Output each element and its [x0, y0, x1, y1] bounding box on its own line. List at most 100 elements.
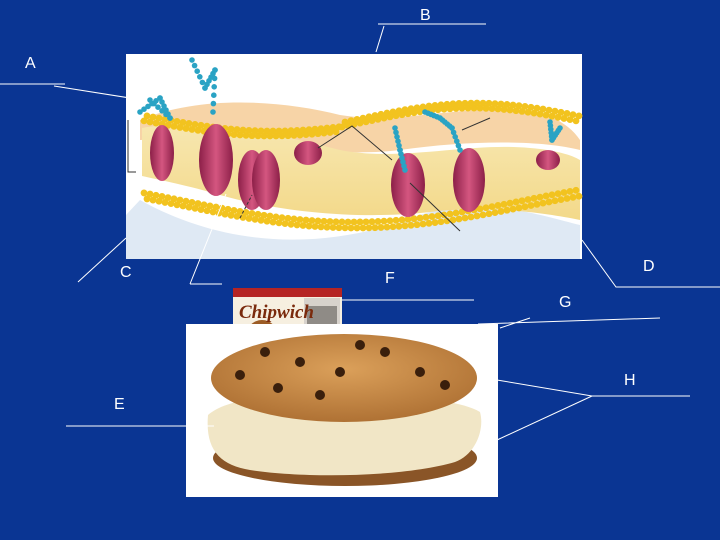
chocolate-chip	[235, 370, 245, 380]
phospholipid-head	[278, 214, 286, 221]
sugar-bead	[194, 68, 200, 74]
phospholipid-head	[530, 194, 538, 202]
chocolate-chip	[260, 347, 270, 357]
sugar-bead	[454, 138, 460, 144]
phospholipid-head	[227, 125, 235, 133]
package-brand-text: Chipwich	[239, 302, 314, 323]
leader-line-h	[496, 379, 690, 441]
phospholipid-head	[479, 211, 487, 219]
phospholipid-head	[302, 216, 310, 224]
leader-line-b	[375, 23, 486, 53]
sugar-bead	[449, 125, 455, 131]
phospholipid-head	[572, 186, 580, 194]
phospholipid-head	[302, 131, 310, 139]
phospholipid-head	[446, 210, 454, 218]
phospholipid-head	[377, 224, 385, 231]
phospholipid-head	[407, 221, 415, 229]
phospholipid-head	[572, 117, 580, 125]
phospholipid-head	[296, 131, 304, 139]
chocolate-chip	[355, 340, 365, 350]
sugar-bead	[141, 106, 147, 112]
phospholipid-head	[308, 217, 316, 224]
phospholipid-head	[296, 216, 304, 223]
phospholipid-head	[548, 191, 556, 199]
phospholipid-head	[548, 112, 556, 120]
sugar-bead	[212, 67, 218, 73]
phospholipid-head	[275, 127, 283, 135]
channel-protein	[252, 150, 280, 210]
phospholipid-head	[155, 114, 163, 122]
phospholipid-head	[272, 132, 280, 140]
sugar-bead	[199, 79, 206, 86]
phospholipid-head	[182, 125, 190, 132]
phospholipid-head	[320, 129, 328, 137]
phospholipid-head	[383, 223, 391, 231]
phospholipid-head	[512, 107, 520, 115]
phospholipid-head	[545, 198, 553, 206]
phospholipid-head	[194, 200, 202, 207]
phospholipid-head	[221, 210, 229, 218]
phospholipid-head	[569, 111, 577, 119]
phospholipid-head	[413, 221, 421, 229]
sugar-bead	[210, 109, 216, 115]
membrane-pointer-lines	[127, 117, 491, 232]
sugar-bead	[210, 100, 217, 107]
phospholipid-head	[170, 195, 178, 203]
phospholipid-head	[248, 132, 256, 140]
phospholipid-head	[524, 108, 532, 116]
integral-protein	[453, 148, 485, 212]
sugar-bead	[149, 100, 155, 107]
phospholipid-head	[464, 104, 472, 112]
phospholipid-head	[482, 104, 490, 112]
sugar-bead	[450, 129, 457, 136]
phospholipid-head	[290, 132, 298, 139]
phospholipid-head	[173, 117, 181, 125]
phospholipid-head	[227, 211, 235, 219]
phospholipid-head	[509, 205, 517, 213]
phospholipid-head	[539, 105, 547, 113]
label-h: H	[624, 372, 636, 389]
phospholipid-head	[164, 194, 172, 202]
phospholipid-head	[449, 216, 457, 224]
phospholipid-head	[152, 191, 160, 199]
phospholipid-head	[461, 99, 469, 107]
phospholipid-head	[254, 132, 262, 140]
phospholipid-head	[560, 189, 568, 196]
phospholipid-head	[461, 214, 469, 222]
phospholipid-head	[326, 218, 334, 225]
phospholipid-head	[191, 121, 199, 128]
phospholipid-head	[491, 209, 499, 217]
phospholipid-head	[143, 112, 151, 120]
phospholipid-head	[254, 210, 262, 218]
sugar-bead	[211, 92, 217, 98]
phospholipid-head	[188, 126, 196, 133]
phospholipid-head	[554, 190, 562, 198]
phospholipid-head	[491, 100, 499, 107]
phospholipid-head	[158, 193, 166, 200]
phospholipid-head	[533, 200, 541, 208]
phospholipid-head	[563, 110, 571, 117]
phospholipid-head	[542, 111, 550, 119]
chocolate-chip	[335, 367, 345, 377]
phospholipid-head	[314, 217, 322, 225]
label-b: B	[420, 7, 431, 24]
phospholipid-head	[455, 215, 463, 223]
phospholipid-head	[176, 124, 184, 131]
phospholipid-head	[500, 106, 508, 113]
phospholipid-head	[242, 209, 250, 216]
phospholipid-head	[410, 109, 418, 117]
phospholipid-head	[308, 130, 316, 138]
sugar-bead	[396, 142, 402, 149]
phospholipid-head	[200, 201, 208, 209]
phospholipid-head	[374, 218, 382, 225]
phospholipid-head	[341, 224, 349, 232]
phospholipid-head	[566, 116, 574, 124]
phospholipid-head	[527, 202, 535, 209]
phospholipid-head	[563, 195, 571, 202]
integral-protein	[199, 124, 233, 196]
integral-protein	[150, 125, 174, 181]
phospholipid-head	[434, 212, 442, 220]
phospholipid-head	[149, 113, 157, 121]
phospholipid-head	[269, 218, 277, 226]
phospholipid-head	[554, 113, 562, 121]
